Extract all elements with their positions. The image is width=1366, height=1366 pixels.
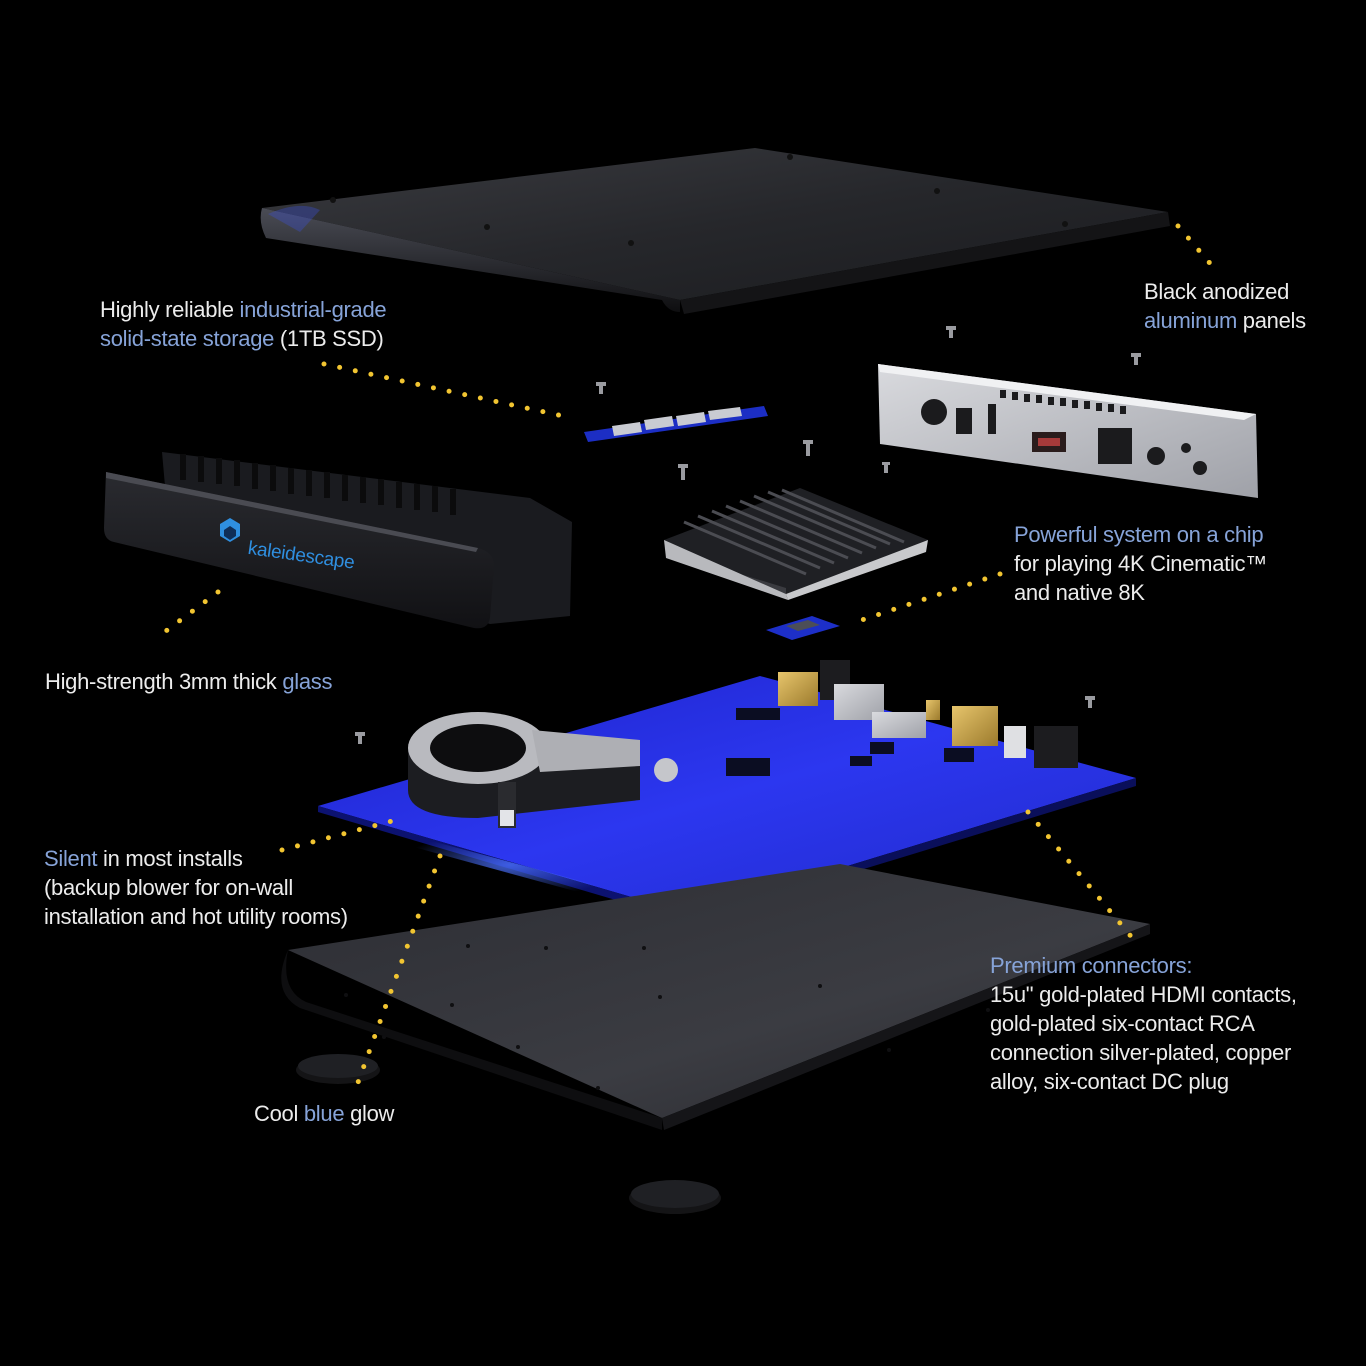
callout-line-glass (151, 589, 221, 643)
ssd-module (584, 406, 768, 442)
callout-line-glow (353, 853, 443, 1091)
blower-fan (408, 712, 640, 828)
soc-chip (766, 616, 840, 640)
callout-top-panel: Black anodized aluminum panels (1144, 279, 1306, 333)
callout-connectors: Premium connectors: 15u" gold-plated HDM… (990, 953, 1297, 1094)
callout-line-top-panel (1175, 223, 1217, 271)
bottom-aluminum-panel (281, 864, 1150, 1130)
screws (355, 326, 1141, 744)
callout-ssd: Highly reliable industrial-grade solid-s… (100, 297, 387, 351)
callout-glow: Cool blue glow (254, 1101, 395, 1126)
connector-cluster (778, 660, 1078, 768)
glass-front-panel (104, 452, 572, 629)
callout-glass: High-strength 3mm thick glass (45, 669, 333, 694)
rubber-feet (296, 1054, 721, 1214)
rear-io-panel (878, 364, 1258, 498)
callout-line-ssd (321, 361, 575, 421)
kaleidescape-logo-mark (220, 518, 240, 542)
callout-line-soc (853, 571, 1003, 625)
callout-line-silent (279, 817, 399, 853)
heat-sink (664, 488, 928, 600)
callout-silent: Silent in most installs (backup blower f… (44, 846, 348, 929)
top-aluminum-panel (260, 148, 1170, 314)
callout-lines (151, 223, 1217, 1091)
callout-soc: Powerful system on a chip for playing 4K… (1014, 522, 1267, 605)
